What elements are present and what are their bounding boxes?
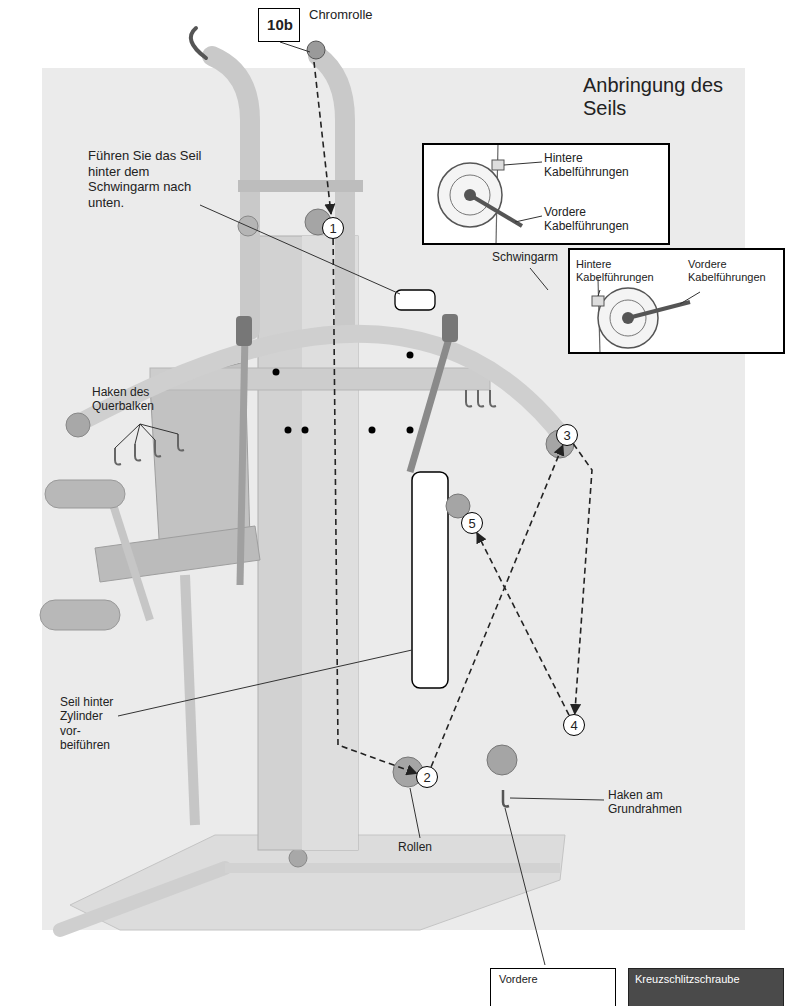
part-label: Haken am Grundrahmen — [608, 788, 708, 817]
marker-dot — [369, 427, 376, 434]
handle-grip — [236, 316, 252, 346]
callout-circle: 2 — [416, 766, 438, 788]
hook — [135, 444, 141, 461]
detail-inset: Hintere Kabelführungen Vordere Kabelführu… — [568, 248, 785, 354]
cable-guide — [492, 160, 504, 170]
callout-number: 2 — [417, 770, 437, 785]
cable-guide — [592, 296, 604, 306]
leader-line — [505, 808, 545, 965]
leader-line — [200, 205, 400, 294]
cable-path — [431, 445, 563, 767]
callout-circle: 3 — [556, 424, 578, 446]
base-hook — [503, 790, 509, 807]
leader-line — [140, 424, 178, 434]
cable-path — [573, 444, 592, 714]
base-roller — [289, 849, 307, 867]
marker-dot — [273, 369, 280, 376]
cable-guide — [628, 302, 690, 318]
arm-sleeve — [395, 290, 435, 310]
callout-number: 1 — [323, 221, 343, 236]
photo-background — [42, 68, 745, 930]
upright-tube — [212, 56, 250, 330]
callout-number: 5 — [462, 516, 482, 531]
node-text: Vordere Kabelführungen — [688, 258, 778, 284]
top-hook — [191, 28, 206, 58]
inset-background — [422, 143, 670, 245]
leader-line — [680, 292, 700, 304]
marker-dot — [285, 427, 292, 434]
leg-bar — [110, 495, 150, 620]
part-label: Haken des Querbalken — [92, 385, 177, 414]
leader-line — [530, 268, 548, 290]
hook — [466, 390, 472, 407]
handle-grip — [442, 314, 458, 342]
part-label: Seil hinter Zylinder vor- beiführen — [60, 695, 126, 753]
node-text: Chromrolle — [309, 7, 409, 22]
hook — [115, 448, 121, 465]
hook — [478, 390, 484, 407]
callout-number: 4 — [564, 718, 584, 733]
part-label: Führen Sie das Seil hinter dem Schwingar… — [88, 148, 223, 210]
callout-circle: 5 — [461, 512, 483, 534]
node-text: Hintere Kabelführungen — [544, 151, 644, 179]
node-text: 10b — [259, 16, 301, 34]
swing-arm — [75, 334, 565, 440]
backrest — [150, 362, 250, 556]
part-number-box: 10bChromrolle — [258, 8, 300, 42]
leader-line — [515, 216, 542, 222]
leader-line — [118, 650, 412, 716]
leader-line — [598, 290, 600, 296]
cable-guide — [470, 195, 522, 226]
leader-line — [280, 42, 310, 52]
hook — [178, 434, 184, 451]
marker-dot — [407, 352, 414, 359]
pulley — [487, 745, 517, 775]
base-rail — [225, 863, 560, 873]
part-label: Rollen — [398, 840, 458, 854]
detail-inset: Hintere KabelführungenVordere Kabelführu… — [422, 143, 670, 245]
cylinder — [412, 472, 448, 688]
handle-rod — [410, 335, 450, 472]
cable-path — [333, 239, 417, 773]
leader-line — [504, 162, 542, 165]
callout-number: 3 — [557, 428, 577, 443]
pulley — [66, 413, 90, 437]
callout-circle: 1 — [322, 217, 344, 239]
marker-dot — [407, 427, 414, 434]
leg-pad — [45, 480, 125, 508]
leader-line — [115, 424, 140, 448]
upright-tube — [318, 56, 345, 330]
diagram-title: Anbringung des Seils — [583, 74, 733, 120]
leader-line — [510, 798, 604, 800]
chrome-roller — [307, 41, 325, 59]
leg-pad — [40, 600, 120, 630]
photo-inset: Kreuzschlitzschraube — [628, 968, 784, 1006]
node-text: Kreuzschlitzschraube — [635, 973, 783, 986]
leader-line — [410, 788, 420, 838]
hook — [155, 440, 161, 457]
cable-path — [477, 533, 569, 715]
marker-dot — [302, 427, 309, 434]
hook — [490, 390, 496, 407]
node-text: Vordere — [499, 973, 609, 986]
tower-bracket — [238, 180, 363, 192]
callout-circle: 4 — [563, 714, 585, 736]
handle-rod — [240, 335, 245, 585]
inset-background — [568, 248, 785, 354]
part-label: Schwingarm — [492, 250, 582, 264]
leader-line — [135, 424, 140, 444]
base-rail — [60, 868, 225, 930]
node-text: Vordere Kabelführungen — [544, 205, 644, 233]
node-text: Hintere Kabelführungen — [576, 258, 661, 284]
cable-arrow — [314, 62, 331, 214]
detail-inset: Vordere — [490, 968, 616, 1006]
